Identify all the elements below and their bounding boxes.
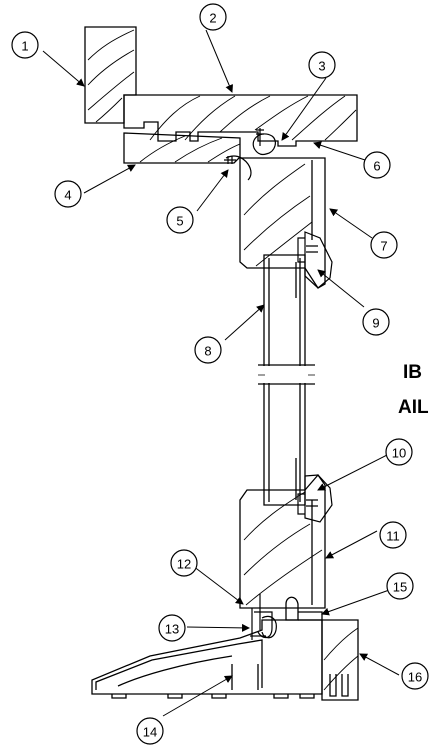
svg-text:7: 7 (380, 239, 387, 254)
svg-text:13: 13 (165, 622, 179, 637)
svg-text:6: 6 (373, 159, 380, 174)
callout-5: 5 (166, 206, 194, 234)
interior-stop (123, 132, 241, 164)
svg-text:16: 16 (408, 670, 422, 685)
callout-9: 9 (362, 308, 390, 336)
sill-weatherstrip (250, 594, 277, 640)
bottom-sash-rail (239, 473, 326, 609)
svg-text:11: 11 (386, 529, 400, 544)
callout-balloons: 1 2 3 4 5 6 7 (11, 3, 429, 745)
callout-15: 15 (386, 572, 414, 600)
callout-4: 4 (54, 180, 82, 208)
exterior-sill (91, 619, 323, 699)
callout-8: 8 (194, 336, 222, 364)
insulated-glass-unit (258, 254, 315, 506)
side-label-top: IB (403, 362, 422, 383)
callout-7: 7 (370, 231, 398, 259)
svg-text:3: 3 (318, 59, 325, 74)
callout-3: 3 (308, 51, 336, 79)
svg-text:15: 15 (393, 580, 407, 595)
top-sash-rail (239, 157, 326, 289)
svg-text:5: 5 (176, 214, 183, 229)
callout-10: 10 (385, 438, 413, 466)
callout-2: 2 (199, 3, 227, 31)
svg-text:4: 4 (64, 188, 71, 203)
side-label-bottom: AIL (398, 397, 429, 418)
svg-text:10: 10 (392, 446, 406, 461)
callout-6: 6 (363, 151, 391, 179)
bottom-glazing-bead (297, 474, 333, 523)
svg-text:1: 1 (21, 39, 28, 54)
svg-text:8: 8 (204, 344, 211, 359)
svg-text:12: 12 (177, 557, 191, 572)
weatherstrip-bulb (252, 128, 276, 156)
stop-weatherstrip (224, 155, 252, 181)
svg-text:14: 14 (143, 725, 157, 740)
leader-lines (42, 29, 400, 717)
callout-14: 14 (136, 717, 164, 745)
callout-16: 16 (401, 662, 429, 690)
top-glazing-bead (297, 231, 333, 289)
callout-12: 12 (170, 549, 198, 577)
outer-jamb-casing (84, 26, 137, 124)
callout-11: 11 (379, 521, 407, 549)
callout-1: 1 (11, 31, 39, 59)
callout-13: 13 (158, 614, 186, 642)
sill-nosing (321, 619, 359, 701)
svg-text:9: 9 (372, 316, 379, 331)
svg-text:2: 2 (209, 11, 216, 26)
